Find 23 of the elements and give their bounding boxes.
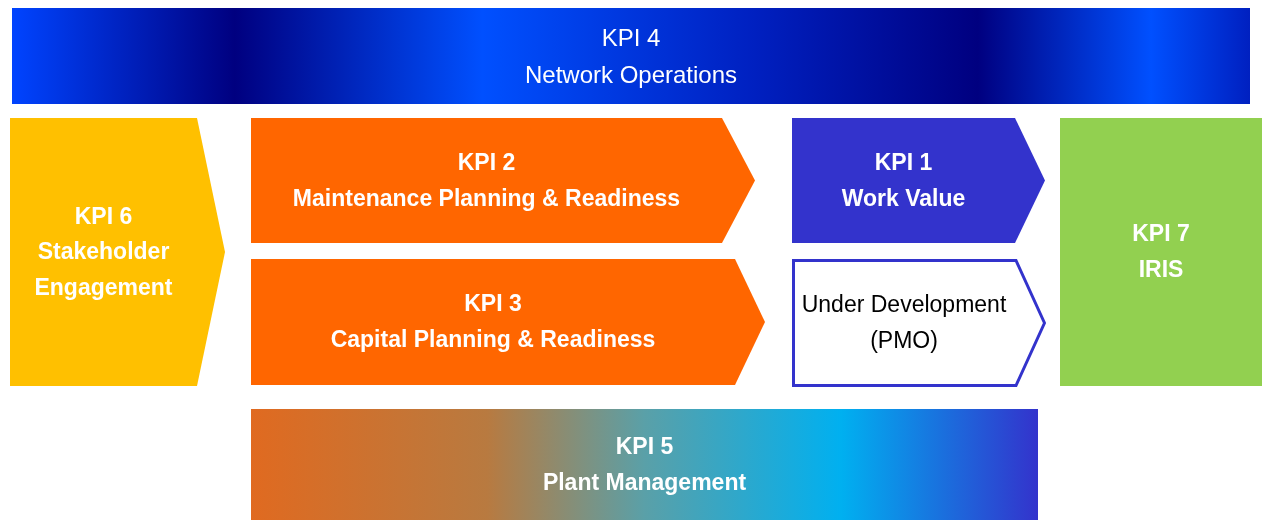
- kpi-number: KPI 6: [74, 201, 133, 231]
- kpi-number: KPI 7: [1132, 219, 1190, 249]
- chevron-shape: [10, 118, 225, 386]
- kpi-title: Plant Management: [542, 467, 747, 497]
- kpi-number: KPI 4: [601, 22, 661, 53]
- chevron-shape: [792, 259, 1046, 387]
- panel: [1060, 118, 1262, 386]
- status-text: Under Development (PMO): [800, 290, 1008, 355]
- kpi-number: KPI 5: [615, 431, 674, 461]
- chevron-shape: [792, 118, 1045, 243]
- kpi-title: Maintenance Planning & Readiness: [292, 183, 681, 213]
- kpi-title: Stakeholder Engagement: [33, 237, 174, 302]
- chevron-shape: [251, 259, 765, 385]
- kpi-title: Network Operations: [524, 60, 738, 90]
- kpi-number: KPI 3: [464, 289, 522, 319]
- banner: [251, 409, 1038, 520]
- banner: [12, 8, 1250, 104]
- chevron-shape: [251, 118, 755, 243]
- kpi-title: IRIS: [1138, 255, 1184, 284]
- kpi-title: Work Value: [841, 183, 966, 213]
- kpi-number: KPI 2: [457, 147, 516, 177]
- kpi-title: Capital Planning & Readiness: [330, 325, 656, 354]
- kpi-number: KPI 1: [874, 147, 933, 177]
